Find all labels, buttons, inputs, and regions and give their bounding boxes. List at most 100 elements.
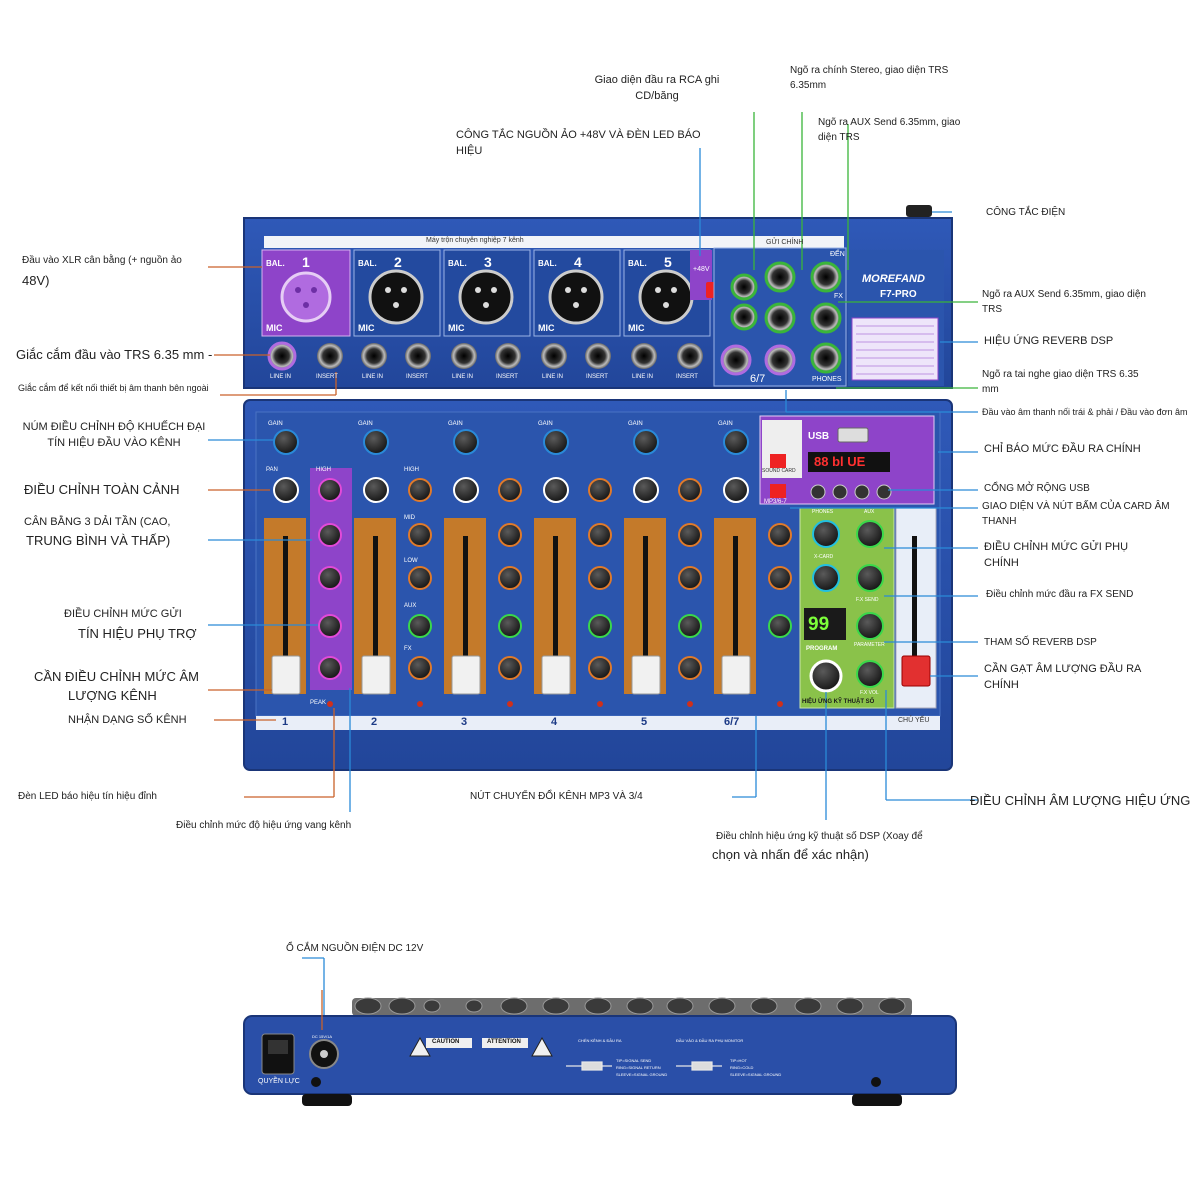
back-sleeve-ground: SLEEVE=SIGNAL GROUND (616, 1072, 668, 1077)
ch5-insert: INSERT (676, 374, 698, 380)
output-jacks (720, 261, 842, 376)
dsp-section-label: HIỆU ỨNG KỸ THUẬT SỐ (802, 699, 875, 705)
dsp-display (804, 608, 846, 640)
gain-label-ch1: GAIN (268, 421, 283, 427)
strip-number-67: 6/7 (724, 716, 740, 728)
main-send-label: GỬI CHÍNH (766, 239, 804, 246)
annot-aux-send-right: Ngõ ra AUX Send 6.35mm, giao diện TRS (982, 289, 1146, 315)
annot-lr-input: Đầu vào âm thanh nối trái & phải / Đầu v… (982, 407, 1188, 417)
power-switch-top[interactable] (906, 205, 932, 217)
dsp-display-number: 99 (808, 614, 830, 635)
ch1-xlr-jack (280, 271, 332, 323)
pan-label-ch1: PAN (266, 467, 278, 473)
back-dc-label: DC 15V/1A (312, 1034, 333, 1039)
fx-label: FX (834, 293, 843, 300)
ch2-number: 2 (394, 254, 402, 270)
back-attention: ATTENTION (487, 1039, 521, 1045)
leader-lines (208, 112, 978, 1032)
mp3-button-label: MP3/6-7 (764, 499, 787, 505)
number-strip (256, 716, 940, 730)
strip-number-1: 1 (282, 716, 289, 728)
program-knob (809, 659, 843, 693)
ch2-mic: MIC (358, 323, 375, 333)
header-strip (264, 236, 844, 248)
brand-label: MOREFAND (862, 273, 925, 285)
usb-display-text: 88 bl UE (814, 454, 866, 469)
annot-aux-a: ĐIỀU CHỈNH MỨC GỬI (64, 608, 182, 620)
annot-aux-main: ĐIỀU CHỈNH MỨC GỬI PHỤ CHÍNH (984, 541, 1129, 569)
gain-label-ch4: GAIN (538, 421, 553, 427)
annot-aux-send-top: Ngõ ra AUX Send 6.35mm, giao diện TRS (818, 117, 961, 143)
strip-number-4: 4 (551, 716, 558, 728)
channel-strips (264, 429, 792, 707)
ch3-number: 3 (484, 254, 492, 270)
aux-label: AUX (404, 603, 417, 609)
ch3-line-in: LINE IN (452, 374, 474, 380)
gain-label-ch5: GAIN (628, 421, 643, 427)
mid-label: MID (404, 515, 415, 521)
strip-number-3: 3 (461, 716, 468, 728)
line-insert-jacks (267, 341, 703, 371)
ch4-mic: MIC (538, 323, 555, 333)
ch4-bal: BAL. (538, 259, 557, 268)
model-label: F7-PRO (880, 289, 917, 300)
ch4-insert: INSERT (586, 374, 608, 380)
mp3-switch (770, 484, 786, 498)
ch1-line-in: LINE IN (270, 374, 292, 380)
annot-rca: Giao diện đầu ra RCA ghi CD/băng (594, 74, 720, 102)
back-caution: CAUTION (432, 1039, 460, 1045)
back-tip-send: TIP=SIGNAL SEND (616, 1058, 652, 1063)
dsp-xcard-label: X-CARD (814, 554, 834, 560)
to-label: ĐẾN (830, 251, 845, 258)
back-switch-label: QUYỀN LỰC (258, 1078, 300, 1085)
annot-fx-send: Điều chỉnh mức đầu ra FX SEND (986, 589, 1134, 600)
header-strip-label: Máy trộn chuyên nghiệp 7 kênh (426, 237, 524, 244)
annot-trs-in: Giắc cắm đầu vào TRS 6.35 mm - (16, 347, 213, 362)
strip-number-5: 5 (641, 716, 648, 728)
back-aux-io: ĐẦU VÀO & ĐẦU RA PHỤ MONITOR (676, 1038, 744, 1043)
ch4-number: 4 (574, 254, 582, 270)
annot-mp3-switch: NÚT CHUYỂN ĐỔI KÊNH MP3 VÀ 3/4 (470, 791, 643, 802)
annot-dsp-b: chọn và nhấn để xác nhận) (712, 847, 869, 862)
annot-stereo-out: Ngõ ra chính Stereo, giao diện TRS 6.35m… (790, 65, 949, 91)
high-label-ch1: HIGH (316, 467, 331, 473)
gain-label-ch3: GAIN (448, 421, 463, 427)
annot-phantom: CÔNG TẮC NGUỒN ẢO +48V VÀ ĐÈN LED BÁO HI… (456, 129, 701, 157)
annot-usb-port: CỔNG MỞ RỘNG USB (984, 483, 1090, 494)
annot-fader-a: CẦN ĐIỀU CHỈNH MỨC ÂM (34, 669, 199, 684)
back-sleeve-ground2: SLEEVE=SIGNAL GROUND (730, 1072, 782, 1077)
phantom-label: +48V (693, 266, 710, 273)
ch5-bal: BAL. (628, 259, 647, 268)
annot-reverb: HIỆU ỨNG REVERB DSP (984, 335, 1114, 347)
dsp-fxvol-label: F.X VOL (860, 690, 879, 696)
dsp-fxsend-label: F.X SEND (856, 597, 879, 603)
annot-dc-power: Ổ CẮM NGUỒN ĐIỆN DC 12V (286, 943, 424, 954)
peak-label: PEAK (310, 700, 327, 706)
ch1-bal: BAL. (266, 259, 285, 268)
ch5-number: 5 (664, 254, 672, 270)
main-fader-cap (901, 655, 931, 687)
ch2-line-in: LINE IN (362, 374, 384, 380)
ch4-line-in: LINE IN (542, 374, 564, 380)
ch1-insert: INSERT (316, 374, 338, 380)
annot-power-switch: CÔNG TẮC ĐIỆN (986, 207, 1066, 218)
annot-fader-b: LƯỢNG KÊNH (68, 688, 157, 703)
annot-pan: ĐIỀU CHỈNH TOÀN CẢNH (24, 482, 180, 497)
back-ring-cold: RING=COLD (730, 1065, 754, 1070)
annot-xlr-b: 48V) (22, 273, 50, 288)
annot-aux-b: TÍN HIỆU PHỤ TRỢ (78, 626, 197, 641)
reverb-table (851, 317, 939, 381)
annot-reverb-param: THAM SỐ REVERB DSP (984, 637, 1097, 648)
annot-ch-reverb: Điều chỉnh mức độ hiệu ứng vang kênh (176, 820, 352, 831)
ch3-insert: INSERT (496, 374, 518, 380)
back-ring-return: RING=SIGNAL RETURN (616, 1065, 661, 1070)
usb-display (808, 452, 890, 472)
high-label-ch2: HIGH (404, 467, 419, 473)
annot-soundcard: GIAO DIỆN VÀ NÚT BẤM CỦA CARD ÂM THANH (982, 501, 1170, 527)
fx-knob-label: FX (404, 646, 412, 652)
back-channel-io: CHẾN KÊNH & ĐẦU RA (578, 1038, 622, 1043)
ch2-insert: INSERT (406, 374, 428, 380)
ch5-line-in: LINE IN (632, 374, 654, 380)
dsp-parameter-label: PARAMETER (854, 642, 885, 648)
annot-ch-number: NHẬN DẠNG SỐ KÊNH (68, 714, 187, 726)
